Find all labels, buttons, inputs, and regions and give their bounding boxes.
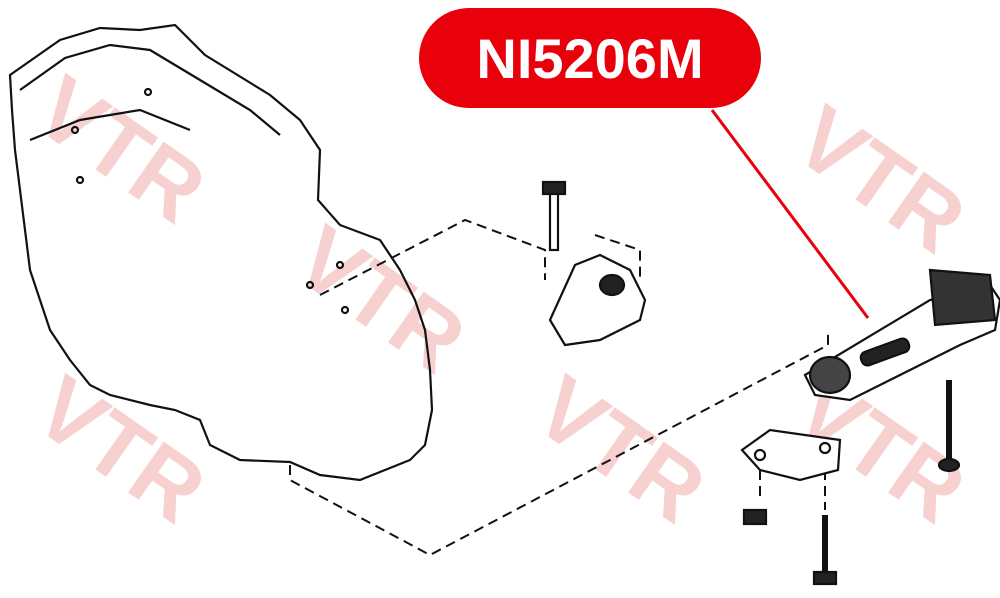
leader-line: [710, 109, 870, 319]
torque-rod-mount: [803, 268, 1000, 473]
watermark-text: VTR: [278, 207, 483, 392]
watermark-text: VTR: [18, 357, 223, 542]
part-number-label: NI5206M: [419, 8, 761, 108]
engine-block: [8, 23, 434, 482]
watermark-text: VTR: [18, 57, 223, 242]
watermark-text: VTR: [778, 87, 983, 272]
lower-bracket: [740, 428, 842, 586]
engine-bracket: [541, 180, 647, 347]
watermark-text: VTR: [518, 357, 723, 542]
